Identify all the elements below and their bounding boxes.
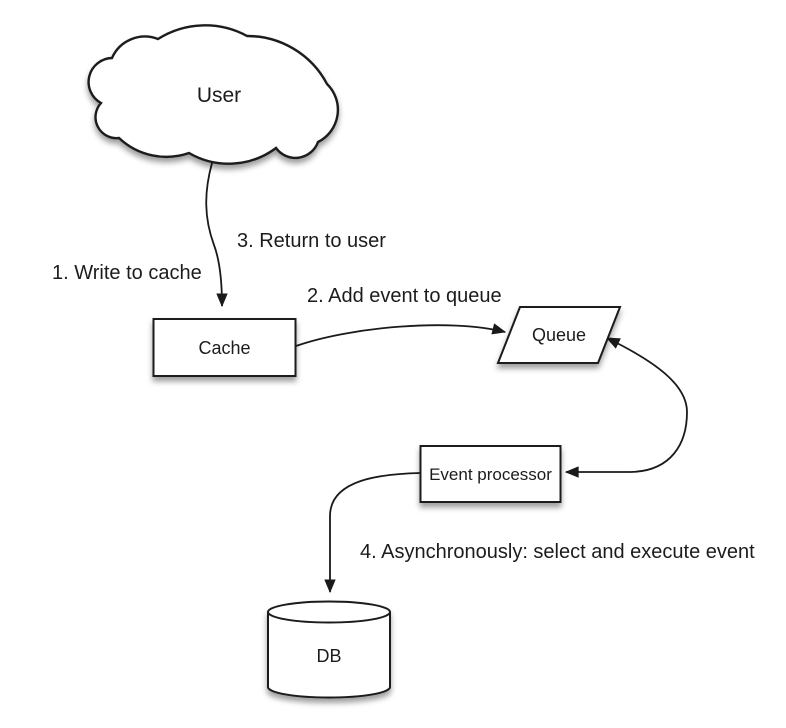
edge-event-processor-to-db [324, 472, 421, 594]
event-processor-shape [419, 445, 562, 503]
node-cache: Cache [152, 318, 297, 377]
edge-cache-to-queue [295, 323, 507, 347]
edge-label-write-to-cache: 1. Write to cache [52, 262, 202, 284]
queue-shape [496, 306, 622, 364]
edge-label-return-to-user: 3. Return to user [237, 230, 386, 252]
node-event-processor: Event processor [419, 445, 562, 503]
queue-node-label: Queue [532, 325, 586, 345]
cache-shape [152, 318, 297, 377]
cache-node-label: Cache [198, 338, 250, 358]
node-db: DB [267, 600, 391, 699]
node-user: User [87, 24, 340, 165]
edge-label-add-event-to-queue: 2. Add event to queue [307, 285, 502, 307]
edge-queue-to-event-processor [564, 337, 688, 478]
db-cylinder-top [267, 600, 391, 624]
edge-user-to-cache [205, 162, 228, 308]
db-cylinder-body [267, 612, 391, 699]
node-queue: Queue [496, 306, 622, 364]
edge-label-async-select-execute: 4. Asynchronously: select and execute ev… [360, 541, 755, 563]
db-cylinder-shape [267, 600, 391, 699]
user-node-label: User [197, 84, 241, 107]
cloud-shape [87, 24, 340, 165]
db-node-label: DB [316, 646, 341, 666]
event-processor-node-label: Event processor [429, 465, 552, 484]
